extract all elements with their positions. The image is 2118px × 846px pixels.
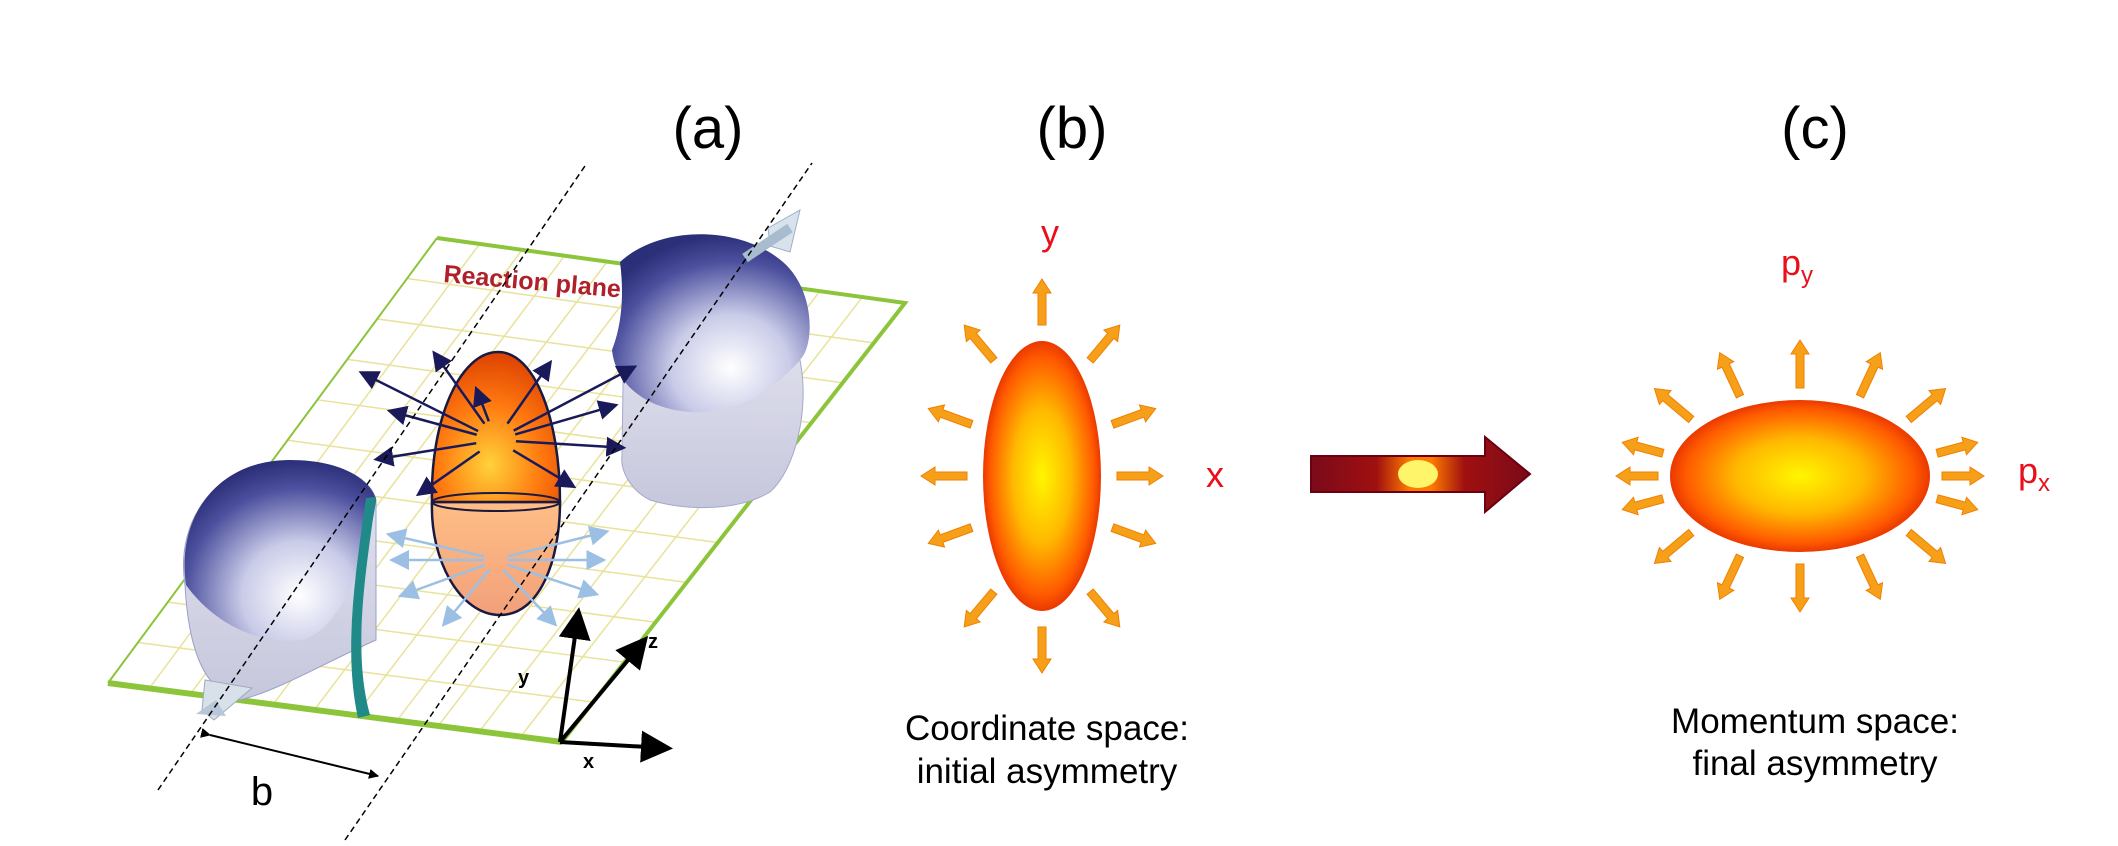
momentum-arrow [1086, 324, 1121, 364]
momentum-arrow [1905, 528, 1947, 565]
axis-x-label-b: x [1206, 454, 1224, 495]
caption-c-line2: final asymmetry [1692, 744, 1938, 783]
momentum-arrow [927, 404, 974, 429]
beam-line-2 [344, 162, 813, 841]
panel-a: (a) Reaction plane [107, 96, 909, 841]
momentum-arrow [1032, 278, 1052, 326]
caption-b-line1: Coordinate space: [905, 709, 1189, 748]
momentum-arrow [1116, 466, 1164, 486]
flow-arrow [507, 525, 610, 558]
flow-arrow [515, 436, 627, 457]
momentum-arrow [1935, 494, 1979, 516]
flow-arrow [358, 371, 479, 433]
momentum-arrow [963, 588, 998, 628]
radial-arrows-c [1615, 339, 1985, 613]
panel-c-label: (c) [1781, 96, 1849, 161]
flow-arrow [513, 365, 638, 432]
axis-y-label-b: y [1041, 212, 1059, 253]
impact-parameter: b [200, 728, 379, 814]
flow-arrows-a [358, 350, 638, 627]
flow-arrow [506, 359, 553, 425]
grid-line [520, 296, 864, 738]
axis-x-label-a: x [583, 751, 594, 773]
momentum-arrow [1621, 494, 1665, 516]
momentum-arrow [1032, 626, 1052, 674]
momentum-arrow [1855, 553, 1884, 601]
spectator-nucleus-left [183, 460, 377, 721]
caption-b-line2: initial asymmetry [917, 752, 1178, 791]
momentum-arrow [1086, 588, 1121, 628]
axis-py-label: py [1781, 242, 1813, 289]
flow-arrow [512, 449, 577, 489]
momentum-arrow [1935, 436, 1979, 458]
momentum-arrow [1110, 523, 1157, 548]
flow-arrow [386, 405, 478, 436]
flow-arrow [397, 563, 486, 600]
spectator-nucleus-right [612, 209, 810, 509]
axis-y-label-a: y [518, 667, 530, 689]
flow-arrow [514, 400, 619, 436]
momentum-arrow [927, 523, 974, 548]
transition-arrow-group [1310, 434, 1532, 515]
panel-b-label: (b) [1037, 96, 1108, 161]
momentum-arrow [1653, 528, 1695, 565]
momentum-arrow [1855, 351, 1884, 399]
beam-line-1 [157, 162, 588, 791]
momentum-arrow [1716, 351, 1745, 399]
axis-z-label-a: z [648, 631, 658, 653]
momentum-arrow [1790, 563, 1810, 613]
flow-arrow [373, 441, 477, 467]
momentum-arrow [1941, 466, 1985, 486]
panel-b: (b) y x Coordinate space: initial asymme… [905, 96, 1224, 791]
radial-arrows-b [920, 278, 1164, 674]
panel-c: (c) py px Momentum space: final asymmetr… [1615, 96, 2050, 783]
flow-arrow [432, 350, 486, 425]
momentum-arrow [1716, 553, 1745, 601]
impact-parameter-label: b [251, 770, 273, 814]
flow-arrow [473, 385, 492, 422]
axes-triad: y z x [518, 607, 673, 773]
momentum-arrow [1653, 387, 1695, 424]
panel-a-label: (a) [673, 96, 744, 161]
flow-arrow [415, 450, 481, 497]
momentum-arrow [1615, 466, 1659, 486]
flow-arrow [385, 528, 485, 558]
flow-arrow [441, 569, 491, 627]
momentum-arrow [1790, 339, 1810, 389]
axis-px-label: px [2018, 450, 2050, 497]
momentum-arrow [963, 324, 998, 364]
momentum-arrow [1905, 387, 1947, 424]
transition-arrow-core [1398, 460, 1438, 488]
momentum-arrow [1110, 404, 1157, 429]
fireball-b [983, 341, 1101, 611]
fireball-c [1670, 400, 1930, 552]
flow-arrow [502, 568, 558, 627]
participant-almond [358, 350, 638, 627]
momentum-arrow [920, 466, 968, 486]
caption-c-line1: Momentum space: [1671, 702, 1959, 741]
momentum-arrow [1621, 436, 1665, 458]
flow-arrow [506, 563, 600, 599]
